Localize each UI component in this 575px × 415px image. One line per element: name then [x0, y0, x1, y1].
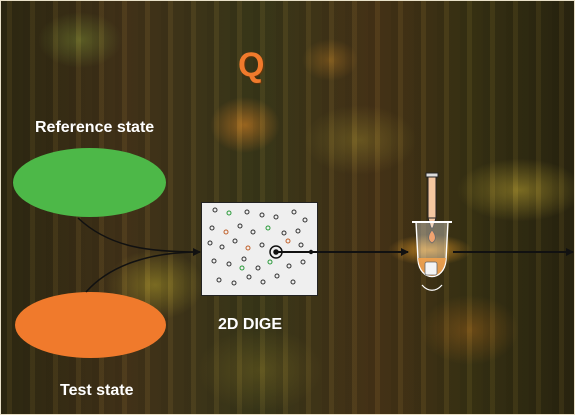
reference-state-ellipse	[13, 148, 166, 217]
test-state-ellipse	[15, 292, 166, 358]
reference-flow-curve	[77, 217, 201, 253]
reference-state-label: Reference state	[35, 119, 155, 136]
test-state-label: Test state	[60, 382, 134, 399]
tube-icon	[412, 221, 452, 291]
title-letter: Q	[238, 46, 265, 84]
test-flow-curve	[85, 248, 201, 293]
gel-spots	[207, 207, 308, 286]
method-label: 2D DIGE	[218, 316, 283, 333]
